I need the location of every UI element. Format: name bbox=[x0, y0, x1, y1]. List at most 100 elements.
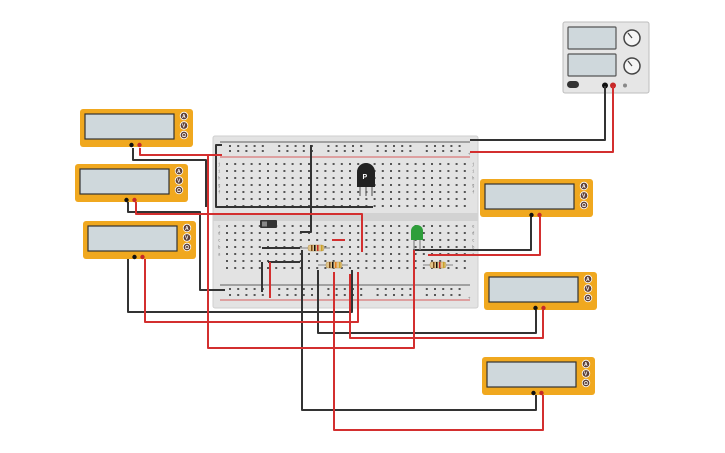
power-supply[interactable] bbox=[562, 21, 650, 94]
breadboard-hole[interactable] bbox=[360, 294, 363, 296]
breadboard-hole[interactable] bbox=[373, 205, 376, 207]
breadboard-hole[interactable] bbox=[422, 267, 425, 269]
breadboard-hole[interactable] bbox=[324, 177, 327, 179]
power-switch[interactable] bbox=[567, 81, 579, 88]
breadboard-hole[interactable] bbox=[414, 163, 417, 165]
breadboard-hole[interactable] bbox=[316, 253, 319, 255]
breadboard-hole[interactable] bbox=[455, 232, 458, 234]
breadboard-hole[interactable] bbox=[299, 184, 302, 186]
breadboard-hole[interactable] bbox=[373, 267, 376, 269]
pnp-transistor-body[interactable] bbox=[357, 163, 375, 187]
breadboard-hole[interactable] bbox=[234, 253, 237, 255]
breadboard-hole[interactable] bbox=[253, 294, 256, 296]
breadboard-hole[interactable] bbox=[324, 163, 327, 165]
breadboard-hole[interactable] bbox=[226, 177, 228, 179]
breadboard-hole[interactable] bbox=[335, 145, 338, 147]
breadboard-hole[interactable] bbox=[332, 232, 335, 234]
breadboard-hole[interactable] bbox=[261, 150, 264, 152]
breadboard-hole[interactable] bbox=[365, 225, 368, 227]
breadboard-hole[interactable] bbox=[398, 177, 401, 179]
breadboard-hole[interactable] bbox=[422, 253, 425, 255]
breadboard-hole[interactable] bbox=[431, 198, 433, 200]
breadboard-hole[interactable] bbox=[332, 163, 335, 165]
breadboard-hole[interactable] bbox=[390, 205, 392, 207]
breadboard-hole[interactable] bbox=[283, 225, 286, 227]
breadboard-hole[interactable] bbox=[275, 184, 278, 186]
breadboard-hole[interactable] bbox=[253, 288, 256, 290]
breadboard-hole[interactable] bbox=[463, 239, 466, 241]
breadboard-hole[interactable] bbox=[237, 145, 240, 147]
breadboard-hole[interactable] bbox=[229, 145, 231, 147]
breadboard-hole[interactable] bbox=[278, 150, 281, 152]
breadboard-hole[interactable] bbox=[275, 267, 278, 269]
breadboard-hole[interactable] bbox=[234, 246, 237, 248]
breadboard-hole[interactable] bbox=[447, 177, 450, 179]
green-led-icon[interactable] bbox=[411, 225, 423, 240]
breadboard-hole[interactable] bbox=[381, 170, 384, 172]
breadboard-hole[interactable] bbox=[357, 260, 360, 262]
breadboard-hole[interactable] bbox=[294, 150, 297, 152]
mode-1-button-icon[interactable] bbox=[579, 191, 589, 200]
breadboard-hole[interactable] bbox=[406, 267, 409, 269]
breadboard-hole[interactable] bbox=[335, 150, 338, 152]
breadboard-hole[interactable] bbox=[286, 294, 289, 296]
breadboard-hole[interactable] bbox=[340, 163, 343, 165]
breadboard-hole[interactable] bbox=[245, 145, 248, 147]
breadboard-hole[interactable] bbox=[283, 184, 286, 186]
breadboard-hole[interactable] bbox=[357, 246, 360, 248]
breadboard-hole[interactable] bbox=[275, 177, 278, 179]
breadboard-hole[interactable] bbox=[324, 184, 327, 186]
breadboard-hole[interactable] bbox=[291, 177, 294, 179]
breadboard-hole[interactable] bbox=[349, 184, 351, 186]
breadboard-hole[interactable] bbox=[409, 145, 412, 147]
breadboard-hole[interactable] bbox=[324, 267, 327, 269]
breadboard-hole[interactable] bbox=[267, 267, 269, 269]
breadboard-hole[interactable] bbox=[373, 253, 376, 255]
breadboard-hole[interactable] bbox=[335, 294, 338, 296]
breadboard-hole[interactable] bbox=[299, 170, 302, 172]
breadboard-hole[interactable] bbox=[226, 225, 228, 227]
wire-mm2-red[interactable] bbox=[135, 200, 363, 252]
breadboard-hole[interactable] bbox=[258, 177, 261, 179]
breadboard-hole[interactable] bbox=[349, 246, 351, 248]
breadboard-hole[interactable] bbox=[455, 205, 458, 207]
breadboard-hole[interactable] bbox=[398, 253, 401, 255]
breadboard-hole[interactable] bbox=[299, 191, 302, 193]
breadboard-hole[interactable] bbox=[360, 150, 363, 152]
breadboard-hole[interactable] bbox=[349, 198, 351, 200]
breadboard-hole[interactable] bbox=[245, 294, 248, 296]
breadboard-hole[interactable] bbox=[316, 163, 319, 165]
breadboard-hole[interactable] bbox=[450, 294, 453, 296]
breadboard-hole[interactable] bbox=[439, 170, 442, 172]
breadboard-hole[interactable] bbox=[291, 198, 294, 200]
wire-ps-negative[interactable] bbox=[470, 86, 606, 141]
breadboard-hole[interactable] bbox=[384, 294, 387, 296]
breadboard-hole[interactable] bbox=[316, 198, 319, 200]
breadboard-hole[interactable] bbox=[365, 253, 368, 255]
breadboard-hole[interactable] bbox=[422, 198, 425, 200]
breadboard-hole[interactable] bbox=[434, 294, 436, 296]
breadboard-hole[interactable] bbox=[357, 225, 360, 227]
breadboard-hole[interactable] bbox=[376, 150, 379, 152]
breadboard-hole[interactable] bbox=[308, 267, 310, 269]
mode-2-button-icon[interactable] bbox=[579, 200, 589, 210]
breadboard-hole[interactable] bbox=[365, 246, 368, 248]
breadboard-hole[interactable] bbox=[226, 232, 228, 234]
breadboard-hole[interactable] bbox=[253, 150, 256, 152]
breadboard-hole[interactable] bbox=[349, 232, 351, 234]
breadboard-hole[interactable] bbox=[258, 253, 261, 255]
breadboard-hole[interactable] bbox=[299, 177, 302, 179]
mode-2-button-icon[interactable] bbox=[581, 378, 591, 388]
breadboard-hole[interactable] bbox=[332, 191, 335, 193]
breadboard-hole[interactable] bbox=[414, 246, 417, 248]
breadboard-hole[interactable] bbox=[463, 191, 466, 193]
breadboard-hole[interactable] bbox=[447, 232, 450, 234]
multimeter-3[interactable]: AVΩ bbox=[83, 221, 196, 260]
breadboard-hole[interactable] bbox=[414, 191, 417, 193]
breadboard-hole[interactable] bbox=[439, 246, 442, 248]
breadboard-hole[interactable] bbox=[439, 260, 442, 262]
breadboard-hole[interactable] bbox=[431, 170, 433, 172]
breadboard-hole[interactable] bbox=[381, 191, 384, 193]
breadboard-hole[interactable] bbox=[302, 150, 305, 152]
breadboard-hole[interactable] bbox=[381, 184, 384, 186]
